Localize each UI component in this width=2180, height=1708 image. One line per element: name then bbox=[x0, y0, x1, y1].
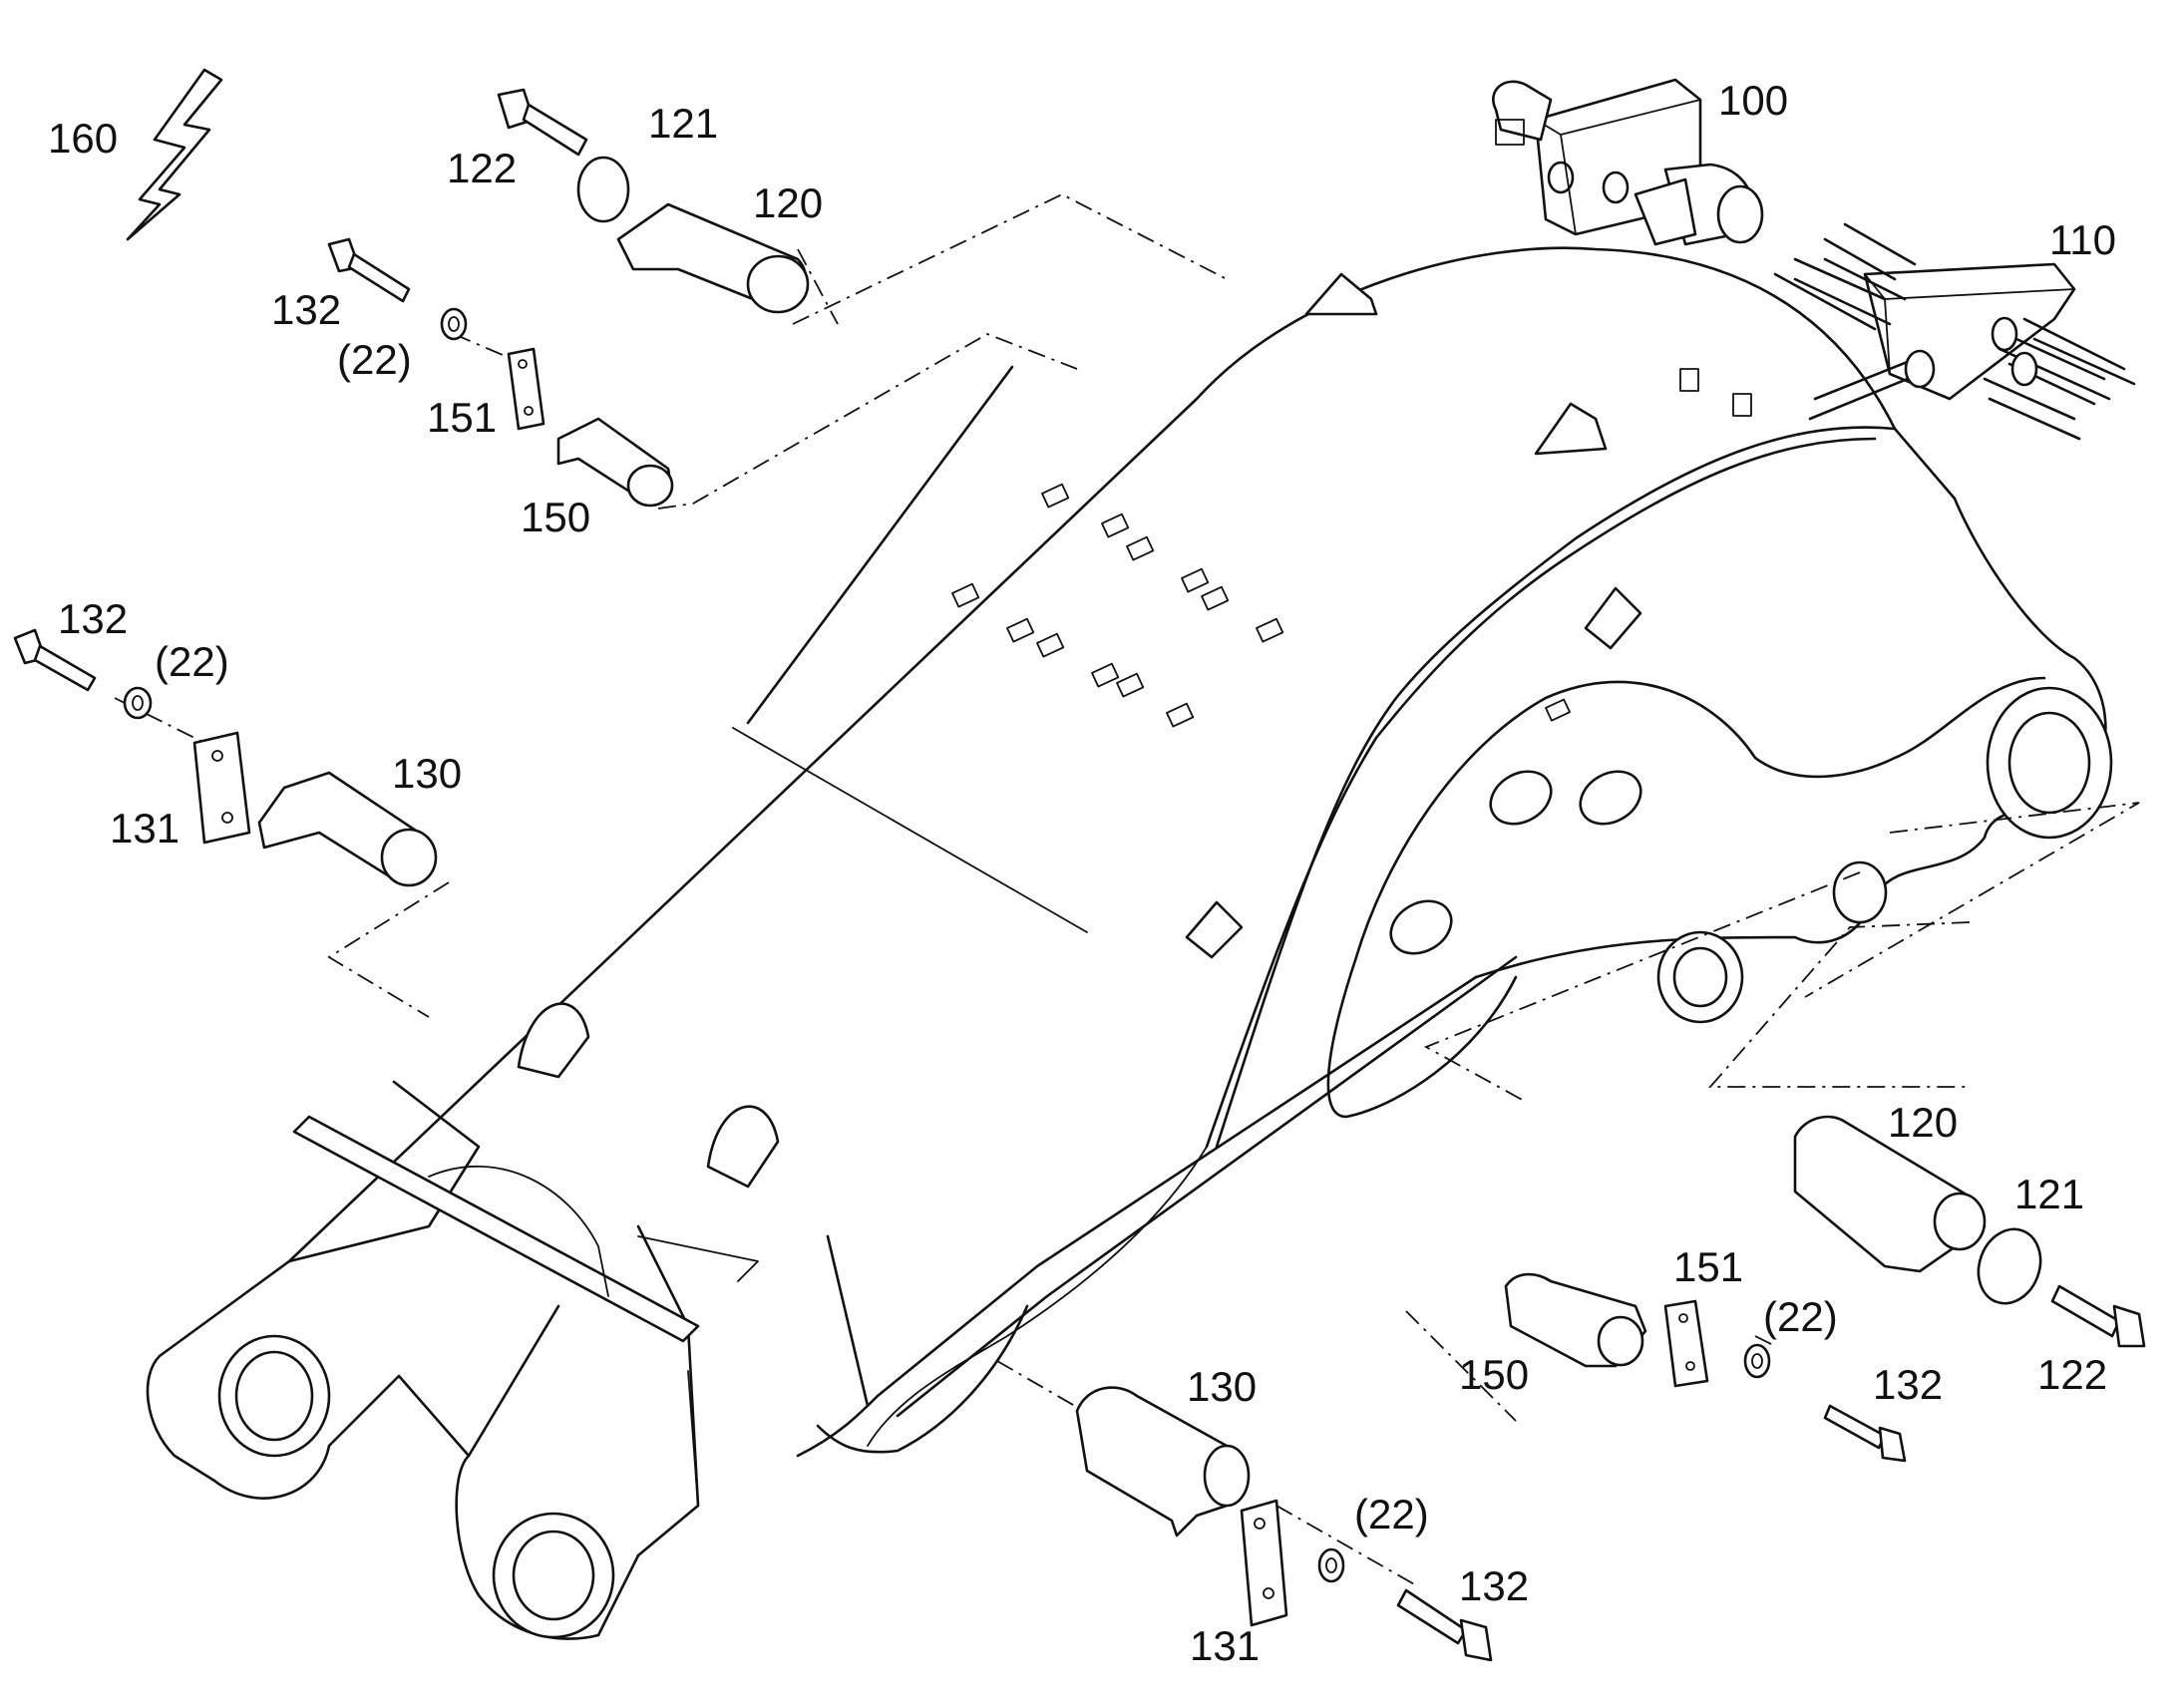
washer-22-left bbox=[123, 686, 153, 720]
label-cover-121-right: 121 bbox=[2014, 1171, 2084, 1217]
label-bolt-132-top: 132 bbox=[271, 286, 341, 333]
label-plate-151-top: 151 bbox=[427, 394, 497, 441]
lightning-bolt-icon bbox=[126, 68, 223, 241]
label-warning-160: 160 bbox=[48, 115, 118, 162]
plate-131-bottom bbox=[1240, 1499, 1288, 1627]
cover-121-right bbox=[1977, 1227, 2042, 1305]
pin-150-right bbox=[1504, 1272, 1647, 1368]
pin-130-bottom bbox=[1075, 1386, 1251, 1537]
plate-151-top bbox=[507, 347, 545, 431]
label-manifold-110: 110 bbox=[2049, 216, 2116, 263]
label-pin-120-top: 120 bbox=[753, 179, 823, 226]
bolt-132-bottom bbox=[1396, 1588, 1493, 1662]
label-pin-150-top: 150 bbox=[521, 494, 590, 540]
manifold-110 bbox=[1773, 222, 2136, 441]
pin-150-top bbox=[556, 417, 674, 508]
label-plate-151-right: 151 bbox=[1673, 1243, 1743, 1290]
label-bolt-122-right: 122 bbox=[2037, 1351, 2107, 1398]
label-washer-22-left: (22) bbox=[155, 638, 229, 685]
label-bolt-122-top: 122 bbox=[447, 145, 517, 191]
label-washer-22-right: (22) bbox=[1763, 1293, 1838, 1340]
washer-22-right bbox=[1743, 1343, 1771, 1379]
label-pin-130-bottom: 130 bbox=[1187, 1363, 1257, 1410]
leader-lines bbox=[114, 192, 2140, 1586]
washer-22-bottom bbox=[1317, 1547, 1345, 1583]
label-valve-100: 100 bbox=[1718, 77, 1788, 124]
pin-120-right bbox=[1793, 1115, 1987, 1273]
plate-131-left bbox=[192, 731, 251, 845]
label-plate-131-bottom: 131 bbox=[1190, 1622, 1260, 1669]
label-cover-121-top: 121 bbox=[648, 100, 718, 147]
label-pin-150-right: 150 bbox=[1459, 1351, 1529, 1398]
plate-151-right bbox=[1663, 1299, 1709, 1388]
bolt-122-right bbox=[2050, 1284, 2146, 1348]
label-pin-120-right: 120 bbox=[1888, 1099, 1958, 1146]
label-washer-22-bottom: (22) bbox=[1354, 1491, 1429, 1537]
part-labels: 160 100 110 122 121 120 132 (22) 151 150… bbox=[48, 77, 2116, 1669]
bolt-132-right bbox=[1823, 1404, 1907, 1463]
label-plate-131-left: 131 bbox=[110, 805, 180, 852]
label-bolt-132-bottom: 132 bbox=[1459, 1562, 1529, 1609]
bolt-122-top bbox=[497, 88, 588, 157]
label-bolt-132-left: 132 bbox=[58, 595, 128, 642]
pin-130-left bbox=[257, 771, 438, 887]
bolt-132-left bbox=[13, 628, 97, 692]
pin-120-top bbox=[616, 202, 810, 314]
bolt-132-top bbox=[327, 237, 411, 303]
cover-121-top bbox=[576, 156, 630, 223]
valve-100 bbox=[1492, 78, 1764, 246]
label-bolt-132-right: 132 bbox=[1873, 1361, 1943, 1408]
label-pin-130-left: 130 bbox=[392, 750, 462, 797]
washer-22-top bbox=[440, 307, 468, 341]
boom-body bbox=[146, 246, 2113, 1640]
label-washer-22-top: (22) bbox=[337, 336, 412, 383]
